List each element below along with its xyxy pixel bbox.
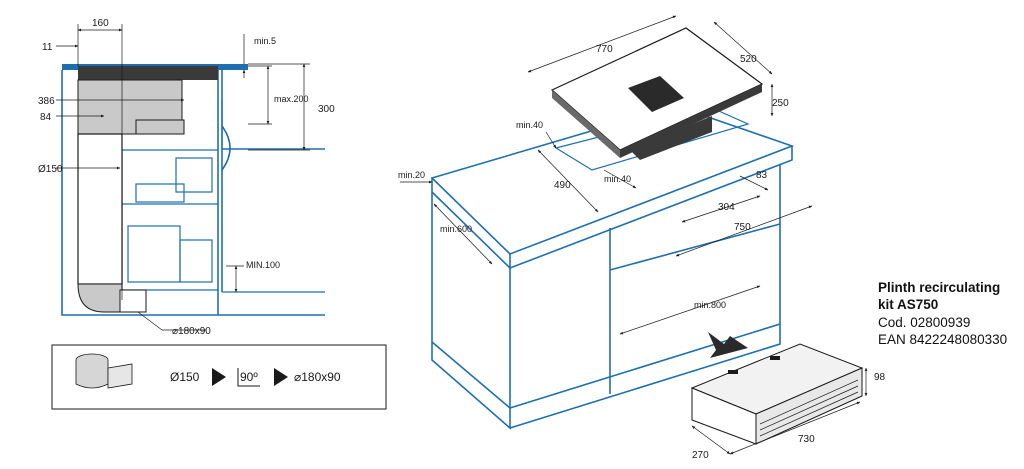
dim-150: Ø150 bbox=[38, 164, 63, 175]
dim-160: 160 bbox=[92, 18, 109, 29]
dim-min800: min.800 bbox=[694, 300, 726, 310]
kit-title-line2: kit AS750 bbox=[878, 297, 938, 312]
plinth-kit: 98 730 270 Plinth recirculating kit AS75… bbox=[690, 280, 1007, 461]
side-section-view: 160 11 min.5 386 84 max.200 300 Ø150 MIN… bbox=[38, 18, 387, 410]
legend-round: Ø150 bbox=[170, 370, 200, 384]
vertical-duct bbox=[77, 133, 123, 285]
insert-arrow-icon bbox=[708, 332, 748, 358]
dim-min40a: min.40 bbox=[516, 120, 543, 130]
dim-250: 250 bbox=[772, 98, 789, 109]
dim-11: 11 bbox=[42, 42, 53, 53]
iso-dimensions: 770 520 250 min.40 min.20 490 min.40 83 … bbox=[398, 15, 813, 335]
dim-520: 520 bbox=[740, 54, 757, 65]
hob-vent-grille bbox=[628, 76, 684, 112]
side-dimensions: 160 11 min.5 386 84 max.200 300 Ø150 MIN… bbox=[38, 18, 335, 337]
adapter-icon bbox=[75, 353, 133, 389]
door-handle bbox=[221, 125, 231, 171]
dim-730: 730 bbox=[798, 434, 815, 445]
legend-angle: 90º bbox=[240, 370, 258, 384]
dim-84: 84 bbox=[40, 112, 52, 123]
dim-min40b: min.40 bbox=[604, 174, 631, 184]
kit-ean: EAN 8422248080330 bbox=[878, 332, 1007, 347]
cabinet-outline bbox=[61, 70, 325, 316]
arrow-right-icon bbox=[212, 368, 226, 386]
arrow-right-icon bbox=[274, 368, 288, 386]
plinth-unit bbox=[690, 343, 864, 445]
dim-300: 300 bbox=[318, 104, 335, 115]
duct-legend: Ø150 90º ⌀180x90 bbox=[51, 344, 387, 410]
isometric-view: 770 520 250 min.40 min.20 490 min.40 83 … bbox=[398, 15, 813, 430]
kit-title-line1: Plinth recirculating bbox=[878, 280, 1000, 295]
dim-min600: min.600 bbox=[440, 224, 472, 234]
dim-max200: max.200 bbox=[274, 94, 309, 104]
dim-304: 304 bbox=[718, 202, 735, 213]
dim-83: 83 bbox=[756, 170, 768, 181]
dim-98: 98 bbox=[874, 372, 886, 383]
angle-icon bbox=[237, 368, 260, 387]
dim-770: 770 bbox=[596, 44, 613, 55]
dim-750: 750 bbox=[734, 222, 751, 233]
dim-270: 270 bbox=[692, 450, 709, 461]
kit-code: Cod. 02800939 bbox=[878, 315, 970, 330]
dim-min20: min.20 bbox=[398, 170, 425, 180]
dim-min5: min.5 bbox=[254, 36, 276, 46]
dim-490: 490 bbox=[554, 180, 571, 191]
dim-386: 386 bbox=[38, 96, 55, 107]
cooktop-top bbox=[78, 66, 218, 80]
iso-hob bbox=[550, 27, 764, 160]
dim-min100: MIN.100 bbox=[246, 260, 280, 270]
pots bbox=[127, 157, 213, 283]
dim-duct: ⌀180x90 bbox=[172, 326, 211, 337]
legend-rect: ⌀180x90 bbox=[294, 370, 341, 384]
